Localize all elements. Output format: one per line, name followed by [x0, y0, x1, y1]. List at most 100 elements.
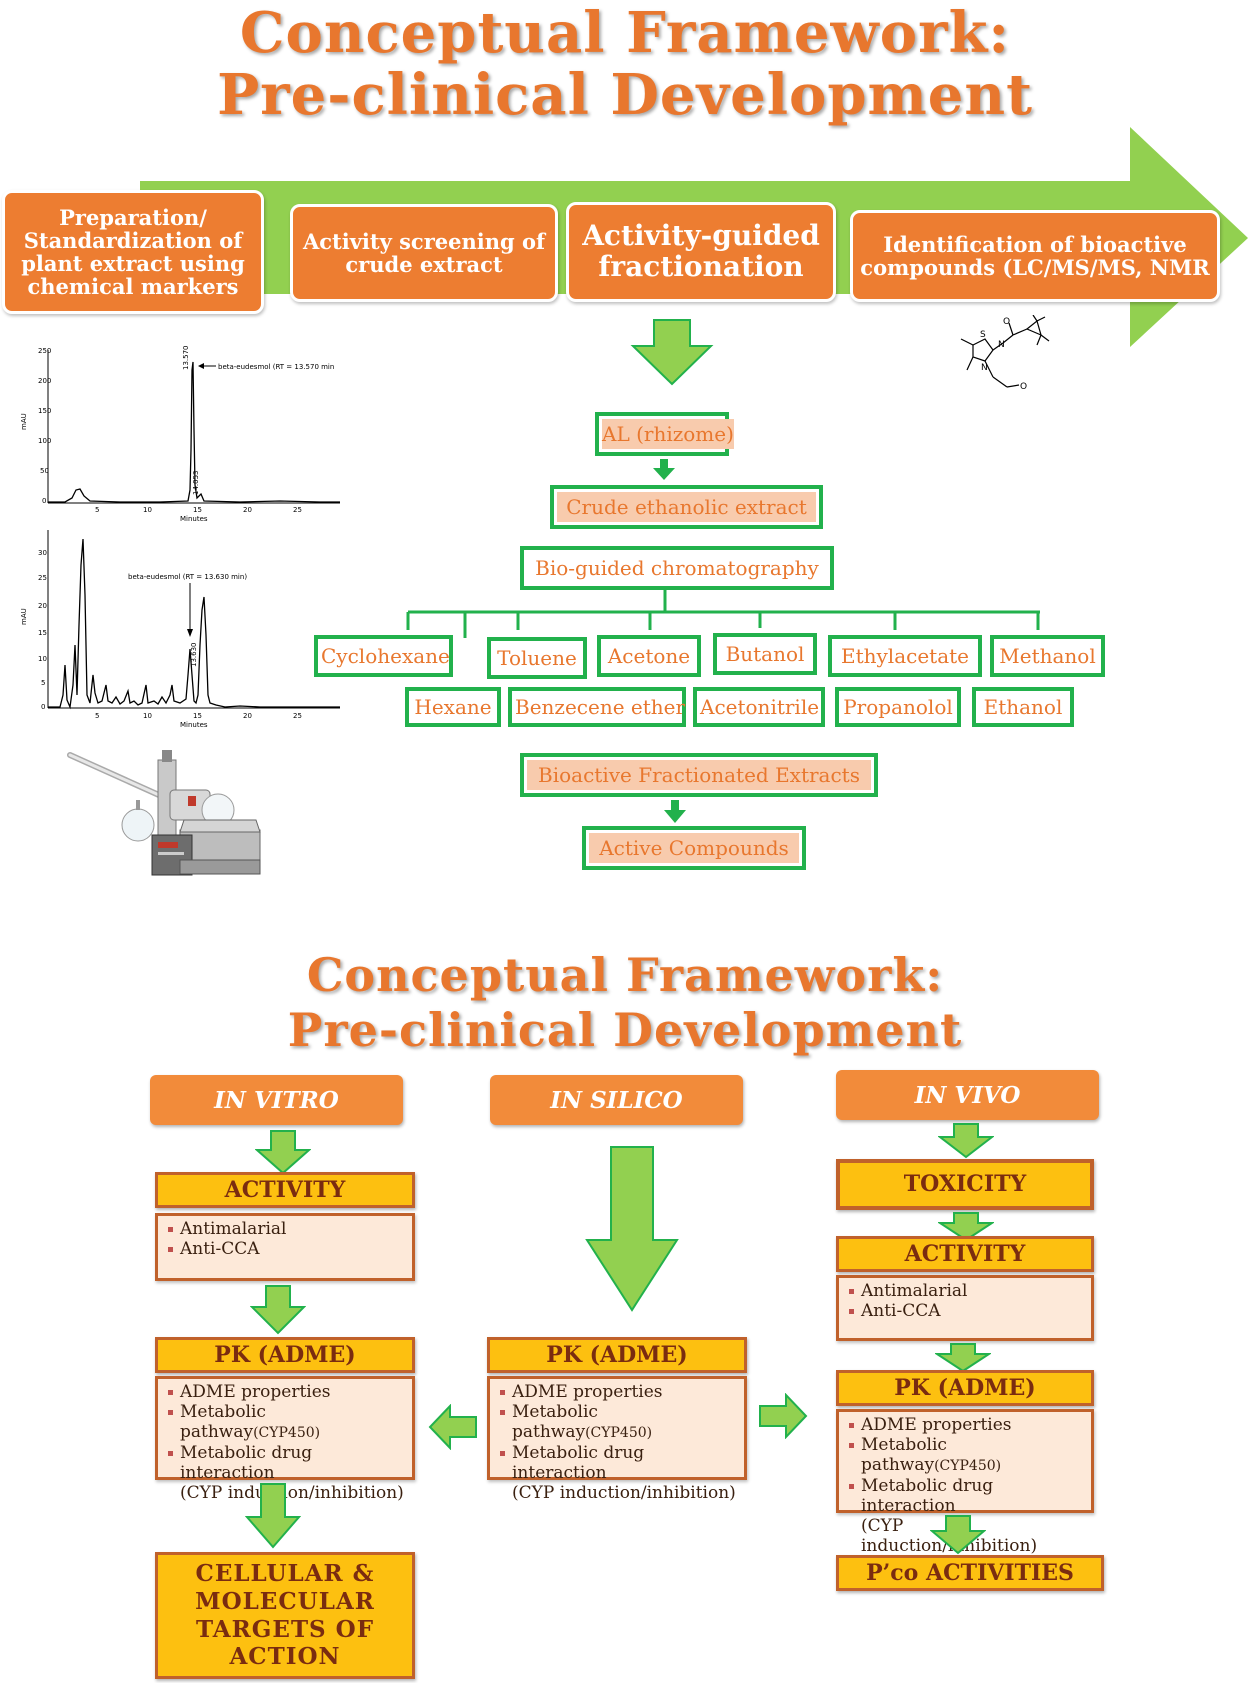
- down-arrow-large: [630, 319, 714, 386]
- flow-bio-guided-chromatography: Bio-guided chromatography: [520, 546, 834, 590]
- chromatogram-2: 30 25 20 15 10 5 0 mAU 5 10 15 20 25 Min…: [20, 530, 340, 729]
- c2-ytick-30: 30: [38, 549, 47, 557]
- c1-ytick-150: 150: [38, 407, 51, 415]
- c1-xtick-15: 15: [193, 506, 202, 514]
- stage-preparation: Preparation/ Standardization of plant ex…: [2, 190, 264, 314]
- silico-pk-item: ADME properties: [498, 1382, 736, 1402]
- c2-ytick-25: 25: [38, 574, 47, 582]
- vivo-pk-item-sub: (CYP450): [934, 1458, 1002, 1474]
- c1-xtick-25: 25: [293, 506, 302, 514]
- vitro-pk-item-text: Metabolic pathway: [180, 1402, 266, 1442]
- c2-ylabel: mAU: [20, 608, 28, 625]
- c2-xtick-10: 10: [143, 712, 152, 720]
- c2-ytick-20: 20: [38, 602, 47, 610]
- solvent-acetone: Acetone: [597, 635, 701, 677]
- vivo-toxicity: TOXICITY: [836, 1159, 1094, 1210]
- flow-crude-extract: Crude ethanolic extract: [550, 485, 823, 529]
- vivo-pk-item-text: Metabolic pathway: [861, 1435, 947, 1475]
- header-in-silico: IN SILICO: [490, 1075, 743, 1125]
- c2-peak-label: 13.630: [190, 643, 198, 668]
- arrow-right-to-vivo: [759, 1393, 808, 1439]
- solvent-toluene: Toluene: [487, 637, 587, 679]
- atom-s: S: [980, 330, 986, 340]
- c1-small-peak-label: 14.053: [192, 471, 200, 496]
- header-in-vivo: IN VIVO: [836, 1070, 1099, 1120]
- vivo-activity-item: Anti-CCA: [847, 1301, 1083, 1321]
- arrow-vivo-2: [938, 1212, 994, 1242]
- header-in-vitro: IN VITRO: [150, 1075, 403, 1125]
- c2-annotation: beta-eudesmol (RT = 13.630 min): [128, 573, 247, 581]
- vivo-pk-list: ADME properties Metabolic pathway(CYP450…: [836, 1409, 1094, 1556]
- vitro-activity: ACTIVITY: [155, 1172, 415, 1208]
- c2-xtick-25: 25: [293, 712, 302, 720]
- solvent-butanol: Butanol: [713, 633, 817, 675]
- arrow-vitro-2: [250, 1285, 306, 1335]
- vivo-pk-item: Metabolic drug interaction: [847, 1476, 1083, 1516]
- stage-activity-screening: Activity screening of crude extract: [290, 204, 558, 302]
- bottom-title-line2: Pre-clinical Development: [287, 1003, 963, 1057]
- c1-annotation: beta-eudesmol (RT = 13.570 min: [218, 363, 334, 371]
- vitro-activity-list: Antimalarial Anti-CCA: [155, 1213, 415, 1281]
- c1-ytick-100: 100: [38, 437, 51, 445]
- arrow-silico-large: [585, 1146, 679, 1312]
- vivo-pco-activities: P’co ACTIVITIES: [836, 1555, 1104, 1591]
- c1-peak-label: 13.570: [182, 346, 190, 371]
- c1-xtick-5: 5: [95, 506, 99, 514]
- c1-ylabel: mAU: [20, 413, 28, 430]
- arrow-vitro-1: [255, 1130, 311, 1175]
- atom-n-ring: N: [981, 363, 988, 373]
- silico-pk-item: (CYP induction/inhibition): [512, 1483, 736, 1503]
- solvent-acetonitrile: Acetonitrile: [693, 687, 825, 727]
- arrow-left-to-vitro: [428, 1404, 477, 1450]
- vitro-targets: CELLULAR & MOLECULAR TARGETS OF ACTION: [155, 1552, 415, 1679]
- c1-ytick-200: 200: [38, 377, 51, 385]
- c1-xtick-10: 10: [143, 506, 152, 514]
- arrow-vivo-4: [930, 1515, 986, 1555]
- solvent-cyclohexane: Cyclohexane: [314, 635, 453, 677]
- vitro-activity-item: Antimalarial: [166, 1219, 404, 1239]
- top-title-line1: Conceptual Framework:: [239, 0, 1011, 66]
- flow-active-compounds: Active Compounds: [582, 826, 806, 870]
- vitro-pk-list: ADME properties Metabolic pathway(CYP450…: [155, 1376, 415, 1503]
- flow-arrow-2: [664, 800, 686, 823]
- vivo-activity-item: Antimalarial: [847, 1281, 1083, 1301]
- c2-xtick-15: 15: [193, 712, 202, 720]
- c2-xtick-20: 20: [243, 712, 252, 720]
- silico-pk-item: Metabolic pathway(CYP450): [498, 1402, 736, 1443]
- top-title-line2: Pre-clinical Development: [217, 62, 1033, 128]
- atom-o-ether: O: [1020, 382, 1027, 392]
- flow-bioactive-fractions: Bioactive Fractionated Extracts: [520, 753, 878, 797]
- flow-branch-connectors: [406, 590, 1040, 638]
- vitro-pk-item: (CYP induction/inhibition): [180, 1483, 404, 1503]
- arrow-vitro-3: [245, 1483, 301, 1549]
- vitro-activity-item: Anti-CCA: [166, 1239, 404, 1259]
- c1-xlabel: Minutes: [180, 515, 208, 523]
- solvent-methanol: Methanol: [990, 635, 1105, 677]
- vivo-pk: PK (ADME): [836, 1370, 1094, 1406]
- bottom-title-line1: Conceptual Framework:: [306, 948, 944, 1002]
- silico-pk-list: ADME properties Metabolic pathway(CYP450…: [487, 1376, 747, 1503]
- silico-pk: PK (ADME): [487, 1337, 747, 1373]
- c1-ytick-250: 250: [38, 347, 51, 355]
- vivo-pk-item: Metabolic pathway(CYP450): [847, 1435, 1083, 1476]
- silico-pk-item-text: Metabolic pathway: [512, 1402, 598, 1442]
- stage-identification: Identification of bioactive compounds (L…: [850, 210, 1220, 302]
- vitro-pk-item: Metabolic drug interaction: [166, 1443, 404, 1483]
- arrow-vivo-3: [935, 1343, 991, 1373]
- c1-ytick-50: 50: [40, 467, 49, 475]
- solvent-propanolol: Propanolol: [835, 687, 961, 727]
- silico-pk-item: Metabolic drug interaction: [498, 1443, 736, 1483]
- atom-o-carbonyl: O: [1003, 317, 1010, 327]
- c1-ytick-0: 0: [42, 497, 46, 505]
- stage-activity-guided-fractionation: Activity-guided fractionation: [566, 202, 836, 302]
- c2-ytick-0: 0: [41, 703, 45, 711]
- solvent-hexane: Hexane: [405, 687, 501, 727]
- c2-xlabel: Minutes: [180, 721, 208, 729]
- molecule-structure: S N N O O: [960, 315, 1050, 392]
- vivo-pk-item: ADME properties: [847, 1415, 1083, 1435]
- flow-al-rhizome: AL (rhizome): [595, 412, 734, 456]
- vivo-activity-list: Antimalarial Anti-CCA: [836, 1275, 1094, 1341]
- vitro-pk: PK (ADME): [155, 1337, 415, 1373]
- chromatogram-1: 250 200 150 100 50 0 mAU 5 10 15 20 25 M…: [20, 346, 340, 523]
- vitro-pk-item: ADME properties: [166, 1382, 404, 1402]
